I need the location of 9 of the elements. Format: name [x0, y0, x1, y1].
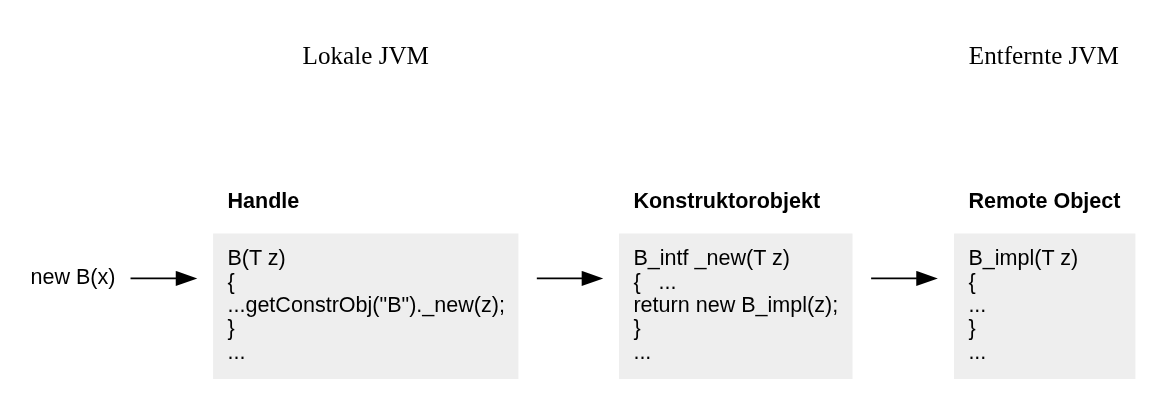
- label: Entfernte JVM: [968, 41, 1119, 69]
- node-label: Remote Object: [968, 187, 1121, 213]
- label: Lokale JVM: [302, 41, 429, 69]
- node-label: Handle: [227, 187, 300, 213]
- arrow: [535, 270, 604, 286]
- arrow: [129, 270, 198, 286]
- node-text: new B(x): [30, 263, 116, 289]
- arrow: [870, 270, 938, 286]
- node-label: Konstruktorobjekt: [633, 187, 821, 213]
